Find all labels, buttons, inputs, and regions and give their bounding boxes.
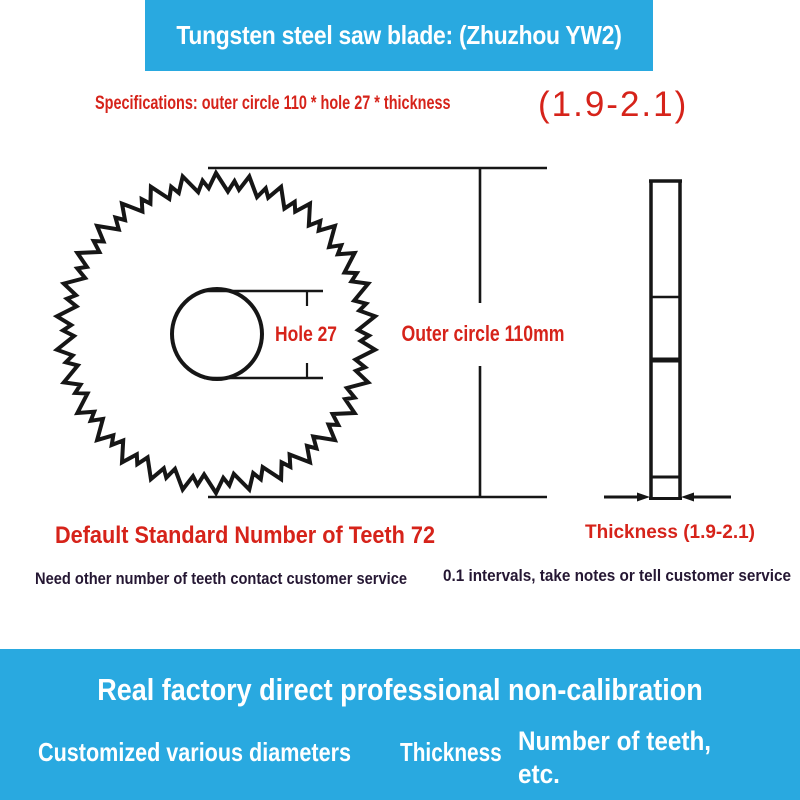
- footer-banner: Real factory direct professional non-cal…: [0, 649, 800, 800]
- center-hole: [170, 287, 264, 381]
- interval-note: 0.1 intervals, take notes or tell custom…: [443, 566, 791, 585]
- saw-blade-outline: [52, 168, 380, 498]
- footer-title: Real factory direct professional non-cal…: [97, 672, 703, 707]
- teeth-contact-note: Need other number of teeth contact custo…: [35, 569, 407, 588]
- footer-item-teeth-line1: Number of teeth,: [518, 726, 712, 756]
- footer-item-teeth-line2: etc.: [518, 759, 560, 789]
- page-title: Tungsten steel saw blade: (Zhuzhou YW2): [176, 20, 622, 50]
- thickness-arrowhead-right: [681, 492, 694, 502]
- specs-text: Specifications: outer circle 110 * hole …: [95, 93, 451, 114]
- footer-item-teeth: Number of teeth, etc.: [518, 725, 711, 791]
- thickness-arrowhead-left: [637, 492, 650, 502]
- header-banner: Tungsten steel saw blade: (Zhuzhou YW2): [145, 0, 653, 71]
- specs-thickness-range: (1.9-2.1): [538, 85, 689, 124]
- outer-dim-label: Outer circle 110mm: [402, 321, 565, 346]
- hole-dim-label: Hole 27: [275, 323, 337, 346]
- teeth-default-note: Default Standard Number of Teeth 72: [55, 522, 435, 549]
- footer-item-diameters: Customized various diameters: [38, 737, 352, 767]
- saw-blade-diagram: Hole 27 Outer circle 110mm Default Stand…: [35, 166, 791, 588]
- footer-item-thickness: Thickness: [400, 737, 502, 767]
- thickness-range-label: Thickness (1.9-2.1): [585, 522, 755, 543]
